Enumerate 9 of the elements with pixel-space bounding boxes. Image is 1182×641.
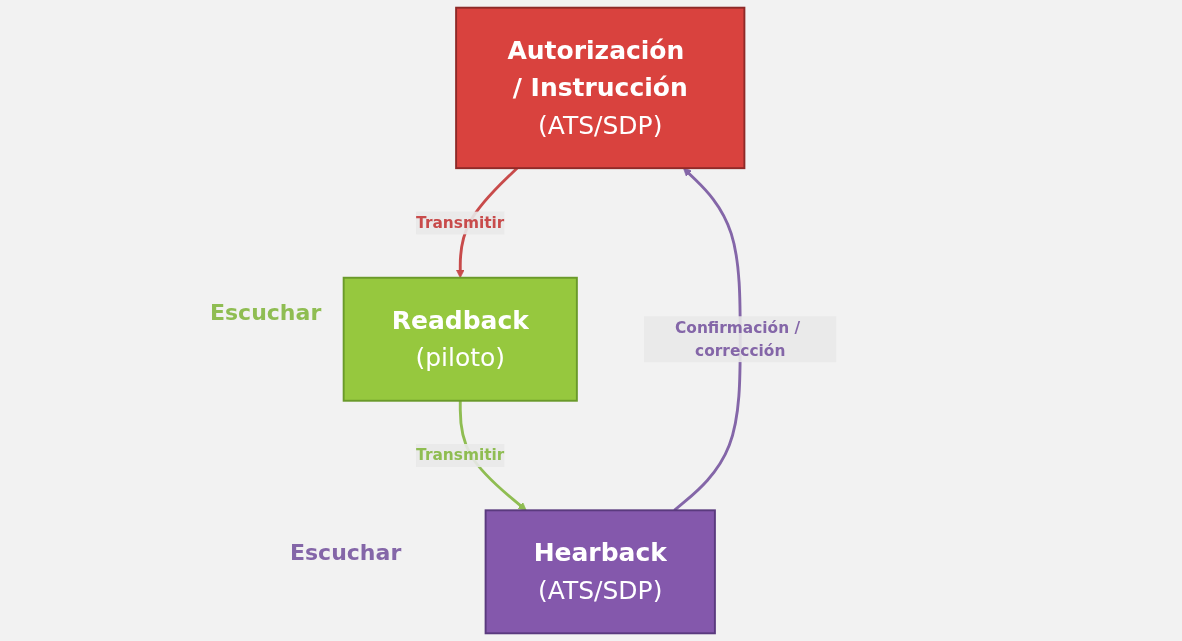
note-label: Escuchar [290,540,402,565]
node-box: Hearback (ATS/SDP) [484,509,716,635]
edge-label: Transmitir [416,213,505,232]
note-label: Escuchar [210,300,322,325]
edge-label: Transmitir [416,445,505,465]
node-box: Autorización / Instrucción (ATS/SDP) [455,6,746,170]
edge-label: Confirmación / corrección [675,318,801,360]
node-box: Readback (piloto) [342,276,578,402]
arrow [673,167,742,512]
